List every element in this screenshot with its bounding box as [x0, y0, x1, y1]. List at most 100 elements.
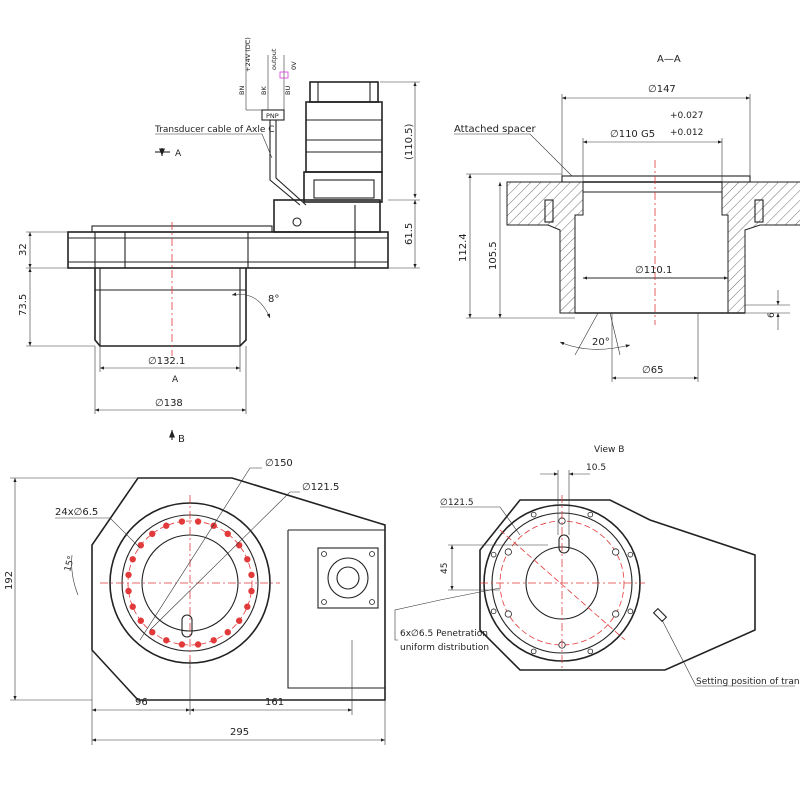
- rim-hole: [530, 648, 537, 655]
- bolt-hole: [125, 571, 132, 579]
- view-b-dim-45: 45: [440, 563, 450, 574]
- penetration-hole: [612, 610, 620, 618]
- keyway: [181, 614, 193, 638]
- view-b-dim-121-5: ∅121.5: [440, 498, 474, 508]
- angle-15: 15°: [63, 555, 77, 573]
- dim-61-5: 61.5: [404, 223, 415, 245]
- dim-138: ∅138: [155, 398, 183, 409]
- plan-view: B ∅150 ∅121.5 24x∅6.5 15° 192: [4, 430, 386, 745]
- bolt-icon: [292, 217, 302, 227]
- dim-110-5: (110.5): [404, 123, 415, 160]
- load-resistor-icon: [279, 71, 289, 79]
- bolt-hole: [163, 637, 170, 644]
- section-mark-bottom: A: [172, 375, 179, 385]
- dim-150: ∅150: [265, 458, 293, 469]
- bolt-hole: [210, 637, 217, 644]
- view-b-holes: [504, 517, 620, 649]
- view-b-title: View B: [594, 445, 624, 455]
- svg-text:BK: BK: [260, 86, 268, 95]
- bolt-hole: [163, 522, 170, 529]
- bolt-hole: [137, 542, 145, 549]
- bolt-hole: [149, 628, 156, 636]
- bolt-hole: [137, 617, 145, 624]
- view-b: View B 10.5 ∅121.5 45 6x∅6.5 Penetration…: [394, 445, 800, 687]
- holes-label: 24x∅6.5: [55, 507, 98, 518]
- rim-hole: [587, 648, 594, 655]
- bolt-hole: [129, 603, 136, 610]
- right-wall: [721, 181, 800, 314]
- section-title: A—A: [657, 54, 681, 65]
- dim-73-5: 73.5: [18, 294, 29, 316]
- view-b-dim-10-5: 10.5: [586, 463, 606, 473]
- lower-housing: [94, 268, 247, 347]
- pnp-label: PNP: [266, 112, 279, 120]
- bolt-hole: [244, 603, 251, 610]
- rim-hole: [587, 511, 594, 518]
- svg-text:BU: BU: [284, 86, 292, 95]
- flange-body: [67, 231, 389, 269]
- bolt-hole: [244, 556, 251, 563]
- bolt-hole: [248, 571, 255, 579]
- dim-105-5: 105.5: [488, 241, 499, 270]
- dim-132-1: ∅132.1: [148, 356, 185, 367]
- bolt-hole: [194, 518, 202, 525]
- svg-text:+24V (DC): +24V (DC): [244, 37, 252, 72]
- svg-text:0V: 0V: [290, 61, 298, 70]
- rim-hole: [490, 608, 497, 615]
- top-spacer: [91, 225, 273, 233]
- dim-65: ∅65: [642, 365, 663, 376]
- bolt-hole: [224, 530, 231, 538]
- svg-text:A: A: [175, 149, 182, 159]
- motor-pocket: [287, 529, 385, 689]
- motor-square: [317, 547, 379, 609]
- rim-hole: [530, 511, 537, 518]
- tol-lower: +0.012: [670, 128, 703, 138]
- motor-connector: [309, 81, 379, 103]
- dim-192: 192: [4, 571, 15, 590]
- bolt-hole: [125, 587, 132, 595]
- transducer-cable: [269, 120, 301, 206]
- dim-110-1: ∅110.1: [635, 265, 672, 276]
- bolt-hole: [149, 530, 156, 538]
- holes-note-line1: 6x∅6.5 Penetration: [400, 629, 488, 639]
- rim-hole: [490, 551, 497, 558]
- transducer-position-icon: [652, 607, 668, 623]
- cable-label: Transducer cable of Axle C: [154, 125, 275, 135]
- section-view: A—A ∅147 ∅110 G5 +0.027 +0.012 Attached …: [454, 54, 800, 382]
- bolt-hole: [178, 641, 186, 648]
- dim-112-4: 112.4: [458, 233, 469, 262]
- bolt-hole: [224, 628, 231, 636]
- angle-8: 8°: [268, 294, 279, 305]
- penetration-hole: [504, 548, 512, 556]
- left-wall: [506, 181, 584, 314]
- dim-96: 96: [135, 697, 148, 708]
- svg-text:output: output: [270, 48, 278, 70]
- side-view: PNP BN BK BU +24V (DC) output 0V Transdu…: [18, 37, 420, 414]
- bolt-hole: [178, 518, 186, 525]
- plan-outline: [91, 477, 386, 701]
- svg-text:B: B: [178, 434, 185, 445]
- penetration-hole: [612, 548, 620, 556]
- motor-base-block: [273, 199, 381, 233]
- penetration-hole: [504, 610, 512, 618]
- rim-hole: [627, 551, 634, 558]
- dim-147: ∅147: [648, 84, 676, 95]
- transducer-note: Setting position of transducer: [696, 677, 800, 687]
- dim-121-5: ∅121.5: [302, 482, 339, 493]
- rim-hole: [627, 608, 634, 615]
- view-b-outline: [479, 499, 756, 671]
- dim-110-g5: ∅110 G5: [610, 129, 655, 140]
- bolt-hole: [129, 556, 136, 563]
- angle-20: 20°: [592, 337, 610, 348]
- tol-upper: +0.027: [670, 111, 703, 121]
- attached-spacer-label: Attached spacer: [454, 124, 536, 135]
- holes-note-line2: uniform distribution: [400, 643, 489, 653]
- bolt-hole: [248, 587, 255, 595]
- svg-text:BN: BN: [238, 86, 246, 95]
- dim-295: 295: [230, 727, 249, 738]
- bolt-hole: [235, 617, 243, 624]
- bolt-hole: [194, 641, 202, 648]
- dim-161: 161: [265, 697, 284, 708]
- dim-32: 32: [18, 243, 29, 256]
